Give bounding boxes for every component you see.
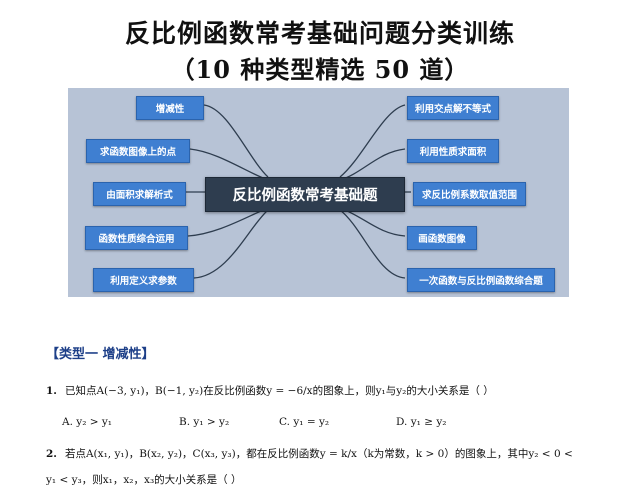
section-title-type-1: 【类型一 增减性】 [46, 347, 155, 362]
connector-left-1 [203, 104, 269, 178]
mind-map: 增减性 求函数图像上的点 由面积求解析式 函数性质综合运用 利用定义求参数 反比… [68, 88, 569, 297]
option-a: A. y₂ > y₁ [62, 416, 113, 428]
document-title: 反比例函数常考基础问题分类训练 [124, 19, 515, 48]
mind-map-connectors [186, 104, 411, 279]
question-2: 2. 若点A(x₁, y₁)，B(x₂, y₂)，C(x₃, y₃)，都在反比例函… [46, 446, 573, 461]
option-c: C. y₁ = y₂ [279, 416, 330, 428]
connector-right-1 [339, 104, 406, 178]
mind-map-center: 反比例函数常考基础题 [205, 177, 405, 212]
document-subtitle: （10 种类型精选 50 道） [170, 55, 470, 84]
node-right-5: 一次函数与反比例函数综合题 [407, 268, 555, 292]
question-2-number: 2. [46, 448, 57, 460]
node-left-3: 由面积求解析式 [93, 182, 186, 206]
connector-right-2 [339, 148, 406, 181]
node-left-5: 利用定义求参数 [93, 268, 194, 292]
node-left-4: 函数性质综合运用 [85, 226, 188, 250]
node-left-1: 增减性 [136, 96, 204, 120]
question-2-continuation: y₁ < y₃，则x₁，x₂，x₃的大小关系是（ ） [46, 474, 242, 486]
node-right-1: 利用交点解不等式 [407, 96, 499, 120]
option-b: B. y₁ > y₂ [179, 416, 230, 428]
question-1-number: 1. [46, 385, 57, 397]
connector-left-2 [189, 148, 269, 181]
question-2-text: 若点A(x₁, y₁)，B(x₂, y₂)，C(x₃, y₃)，都在反比例函数y… [64, 448, 573, 460]
question-1-text: 已知点A(−3, y₁)，B(−1, y₂)在反比例函数y = −6/x的图象上… [64, 385, 494, 397]
connector-right-4 [339, 207, 406, 237]
option-d: D. y₁ ≥ y₂ [396, 416, 447, 428]
question-1: 1. 已知点A(−3, y₁)，B(−1, y₂)在反比例函数y = −6/x的图… [46, 383, 494, 398]
node-left-2: 求函数图像上的点 [86, 139, 190, 163]
node-right-2: 利用性质求面积 [407, 139, 499, 163]
node-right-3: 求反比例系数取值范围 [413, 182, 526, 206]
connector-right-5 [339, 209, 406, 279]
node-right-4: 画函数图像 [407, 226, 477, 250]
connector-left-5 [193, 209, 269, 279]
connector-left-4 [187, 207, 269, 237]
